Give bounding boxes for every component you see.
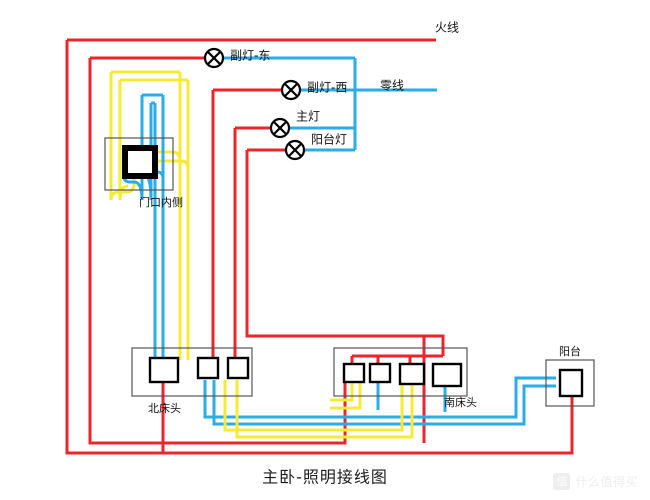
- box-south-bed[interactable]: [333, 347, 468, 397]
- label-box-south-bed: 南床头: [444, 395, 477, 409]
- switch-cell-north-1: [148, 356, 180, 384]
- switch-cell-south-4: [431, 362, 463, 388]
- left-nested-loops: [65, 40, 190, 453]
- label-live-bus: 火线: [435, 21, 459, 35]
- label-lamp-fu-xi: 副灯-西: [307, 81, 347, 95]
- label-lamp-yangtai: 阳台灯: [311, 132, 347, 147]
- switch-cell-north-2: [196, 356, 220, 380]
- lamp-symbol-zhu: [269, 117, 291, 139]
- switch-cell-balcony-1: [558, 368, 584, 398]
- neutral-bottom-run-a: [355, 376, 556, 419]
- label-box-north-bed: 北床头: [148, 401, 181, 415]
- label-lamp-fu-dong: 副灯-东: [230, 49, 270, 63]
- box-north-bed[interactable]: [131, 347, 253, 397]
- switch-cell-south-1: [342, 362, 366, 384]
- control-south-cell-b: [330, 380, 362, 410]
- switch-cell-south-2: [368, 362, 392, 384]
- control-south-cell-a: [330, 380, 354, 402]
- control-south-in-a: [370, 380, 404, 432]
- watermark-logo-icon: 值: [553, 473, 571, 490]
- control-south-in-b: [375, 380, 414, 439]
- box-doorway[interactable]: [104, 137, 174, 191]
- control-north-out-b: [235, 380, 375, 439]
- switch-cell-north-3: [226, 356, 250, 380]
- control-north-out-a: [223, 380, 370, 432]
- lamp-symbol-fu-dong: [203, 47, 225, 69]
- lamp-symbol-yangtai: [284, 139, 306, 161]
- label-lamp-zhu: 主灯: [296, 110, 320, 124]
- watermark-text: 什么值得买: [575, 475, 638, 489]
- switch-cell-south-3: [398, 362, 426, 386]
- box-balcony[interactable]: [545, 359, 595, 407]
- control-wire-group: [126, 150, 414, 439]
- diagram-title: 主卧-照明接线图: [262, 468, 388, 487]
- label-box-balcony: 阳台: [559, 344, 581, 358]
- lamp-symbol-fu-xi: [280, 79, 302, 101]
- loop-yellow-door-a: [109, 161, 136, 201]
- live-riser-yangtai: [245, 150, 445, 356]
- neutral-bottom-run-b: [360, 384, 556, 426]
- label-box-doorway: 门口内侧: [139, 195, 183, 209]
- neutral-north-out-b: [212, 380, 360, 426]
- watermark: 值 什么值得买: [553, 473, 638, 490]
- loop-yellow-door-b: [118, 184, 129, 201]
- neutral-north-out-a: [203, 380, 355, 419]
- label-neutral-bus: 零线: [380, 79, 404, 93]
